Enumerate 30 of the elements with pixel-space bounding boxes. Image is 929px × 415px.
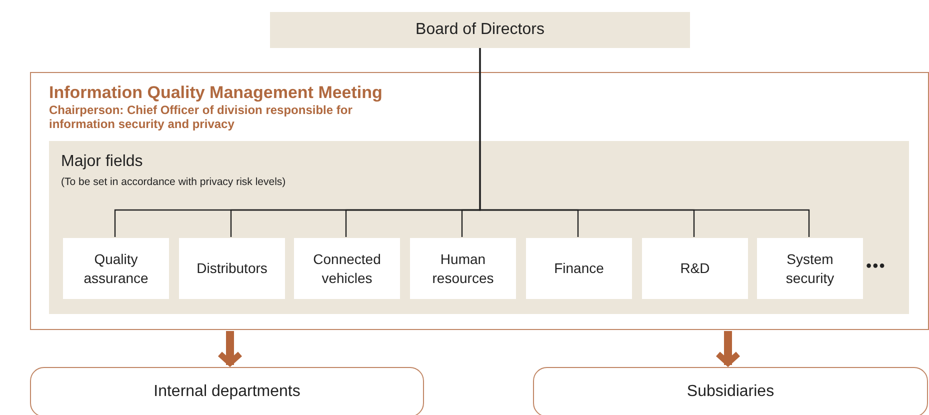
- field-box: [294, 238, 400, 299]
- meeting-title: Information Quality Management Meeting: [49, 83, 382, 103]
- panel-heading: Major fields: [61, 153, 143, 171]
- board-box: [270, 12, 690, 48]
- node-label: Finance: [553, 259, 605, 278]
- field-box: [179, 238, 285, 299]
- node-label: Quality assurance: [82, 250, 150, 288]
- field-box: [410, 238, 516, 299]
- node-label: Distributors: [196, 259, 268, 278]
- chairperson-note: Chairperson: Chief Officer of division responsible for information security and privacy: [49, 103, 354, 131]
- thick-arrow: [715, 331, 741, 366]
- connector-line: [479, 48, 810, 237]
- field-box: [757, 238, 863, 299]
- node-label: Internal departments: [154, 383, 300, 401]
- meeting-frame: [30, 72, 929, 330]
- node-label: Human resources: [431, 250, 495, 288]
- destination-box: [30, 367, 424, 415]
- node-label: Subsidiaries: [686, 383, 774, 401]
- node-label: System security: [784, 250, 836, 288]
- thick-arrow: [217, 331, 243, 366]
- panel-note: (To be set in accordance with privacy risk levels): [61, 176, 286, 188]
- field-box: [63, 238, 169, 299]
- field-box: [642, 238, 748, 299]
- field-box: [526, 238, 632, 299]
- ellipsis-label: •••: [866, 258, 886, 276]
- node-label: Connected vehicles: [312, 250, 382, 288]
- node-label: Board of Directors: [416, 21, 544, 39]
- destination-box: [533, 367, 928, 415]
- fields-panel: [49, 141, 909, 314]
- node-label: R&D: [679, 259, 711, 278]
